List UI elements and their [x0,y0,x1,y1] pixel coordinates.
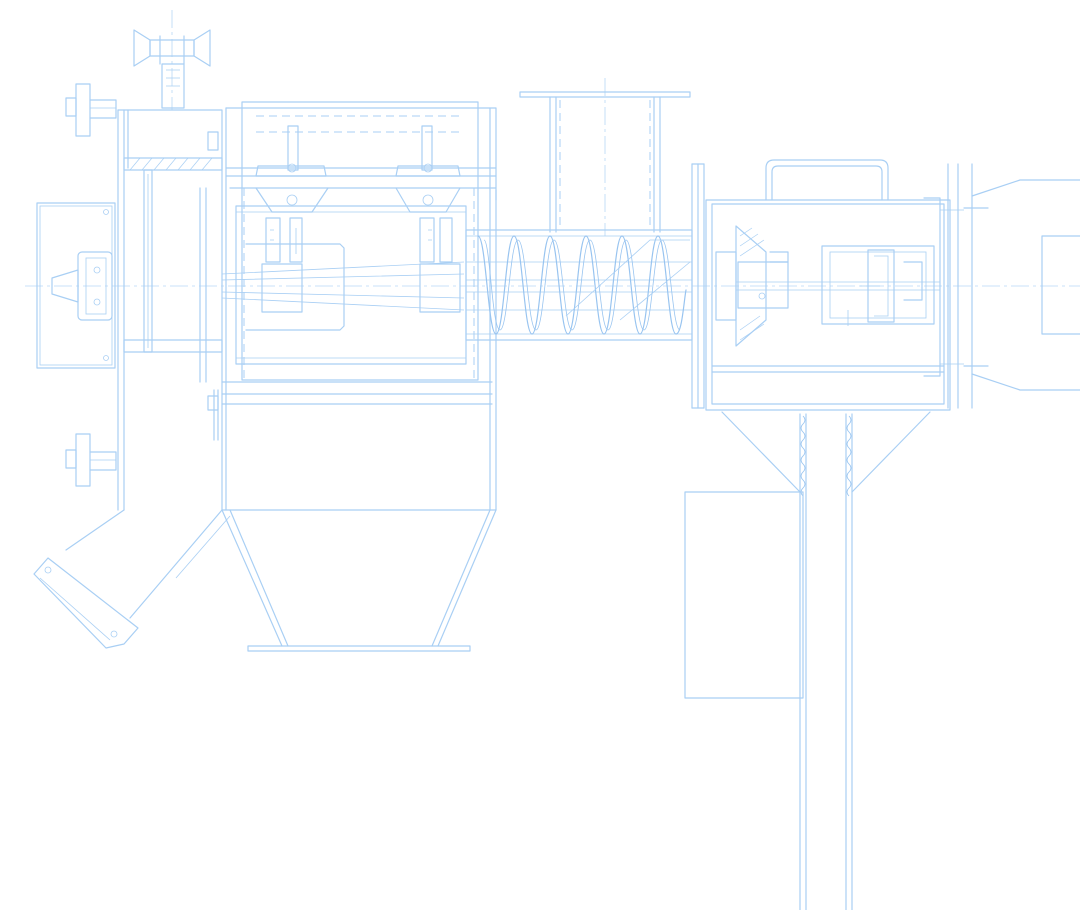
motor [963,179,1080,391]
bottom-hopper [221,509,497,652]
main-housing [117,109,493,511]
oversize-chute [33,509,231,649]
clamp-knob-top [65,83,117,137]
upper-clamp-left [255,125,329,313]
top-wing-valve [133,10,211,110]
feed-screw [465,229,693,341]
left-cover-plate [36,202,116,369]
discharge-funnel [721,411,931,910]
upper-clamp-right [395,125,461,313]
clamp-knob-bottom [65,433,117,487]
drive-housing [691,159,973,411]
control-box [684,491,804,699]
feed-inlet [519,78,691,236]
screen-chamber [221,101,497,511]
